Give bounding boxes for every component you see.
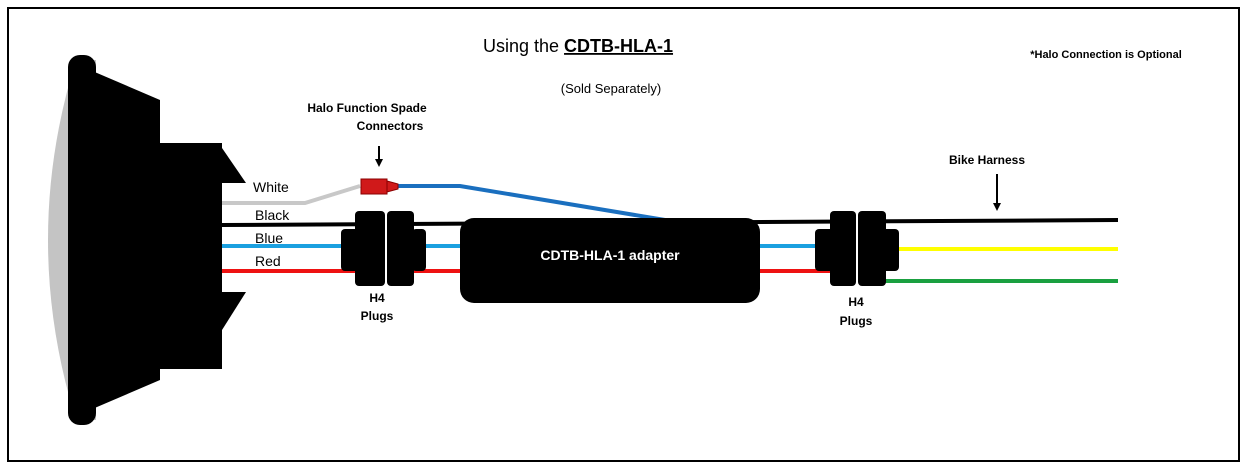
- wire-label-white: White: [253, 179, 289, 195]
- title-prefix: Using the: [483, 36, 564, 56]
- h4-plug-left: [341, 211, 426, 286]
- halo-arrow-icon: [375, 146, 383, 167]
- subtitle: (Sold Separately): [561, 81, 661, 96]
- adapter-label: CDTB-HLA-1 adapter: [540, 247, 680, 263]
- white-wire: [222, 184, 361, 205]
- bike-harness-arrow-icon: [993, 174, 1001, 211]
- headlight-housing: [90, 70, 160, 410]
- wire-label-black: Black: [255, 207, 290, 223]
- optional-note: *Halo Connection is Optional: [1030, 49, 1182, 61]
- plug-left-line2: Plugs: [361, 309, 394, 323]
- title-product: CDTB-HLA-1: [564, 36, 673, 56]
- halo-spade-connector: [360, 178, 399, 195]
- headlight: [48, 55, 246, 425]
- page-title: Using the CDTB-HLA-1: [483, 36, 673, 56]
- halo-label-line2: Connectors: [357, 119, 424, 133]
- plug-left-line1: H4: [369, 291, 385, 305]
- halo-blue-wire: [398, 184, 666, 222]
- headlight-tab-lower: [222, 292, 246, 330]
- headlight-bucket: [155, 143, 222, 369]
- plug-right-line1: H4: [848, 295, 864, 309]
- cdtb-hla-1-adapter: [460, 218, 760, 303]
- h4-plug-right: [815, 211, 899, 286]
- headlight-rim: [68, 55, 96, 425]
- wire-label-blue: Blue: [255, 230, 283, 246]
- wire-label-red: Red: [255, 253, 281, 269]
- plug-right-line2: Plugs: [840, 314, 873, 328]
- headlight-tab-upper: [222, 148, 246, 183]
- bike-harness-label: Bike Harness: [949, 153, 1025, 167]
- halo-label-line1: Halo Function Spade: [307, 101, 427, 115]
